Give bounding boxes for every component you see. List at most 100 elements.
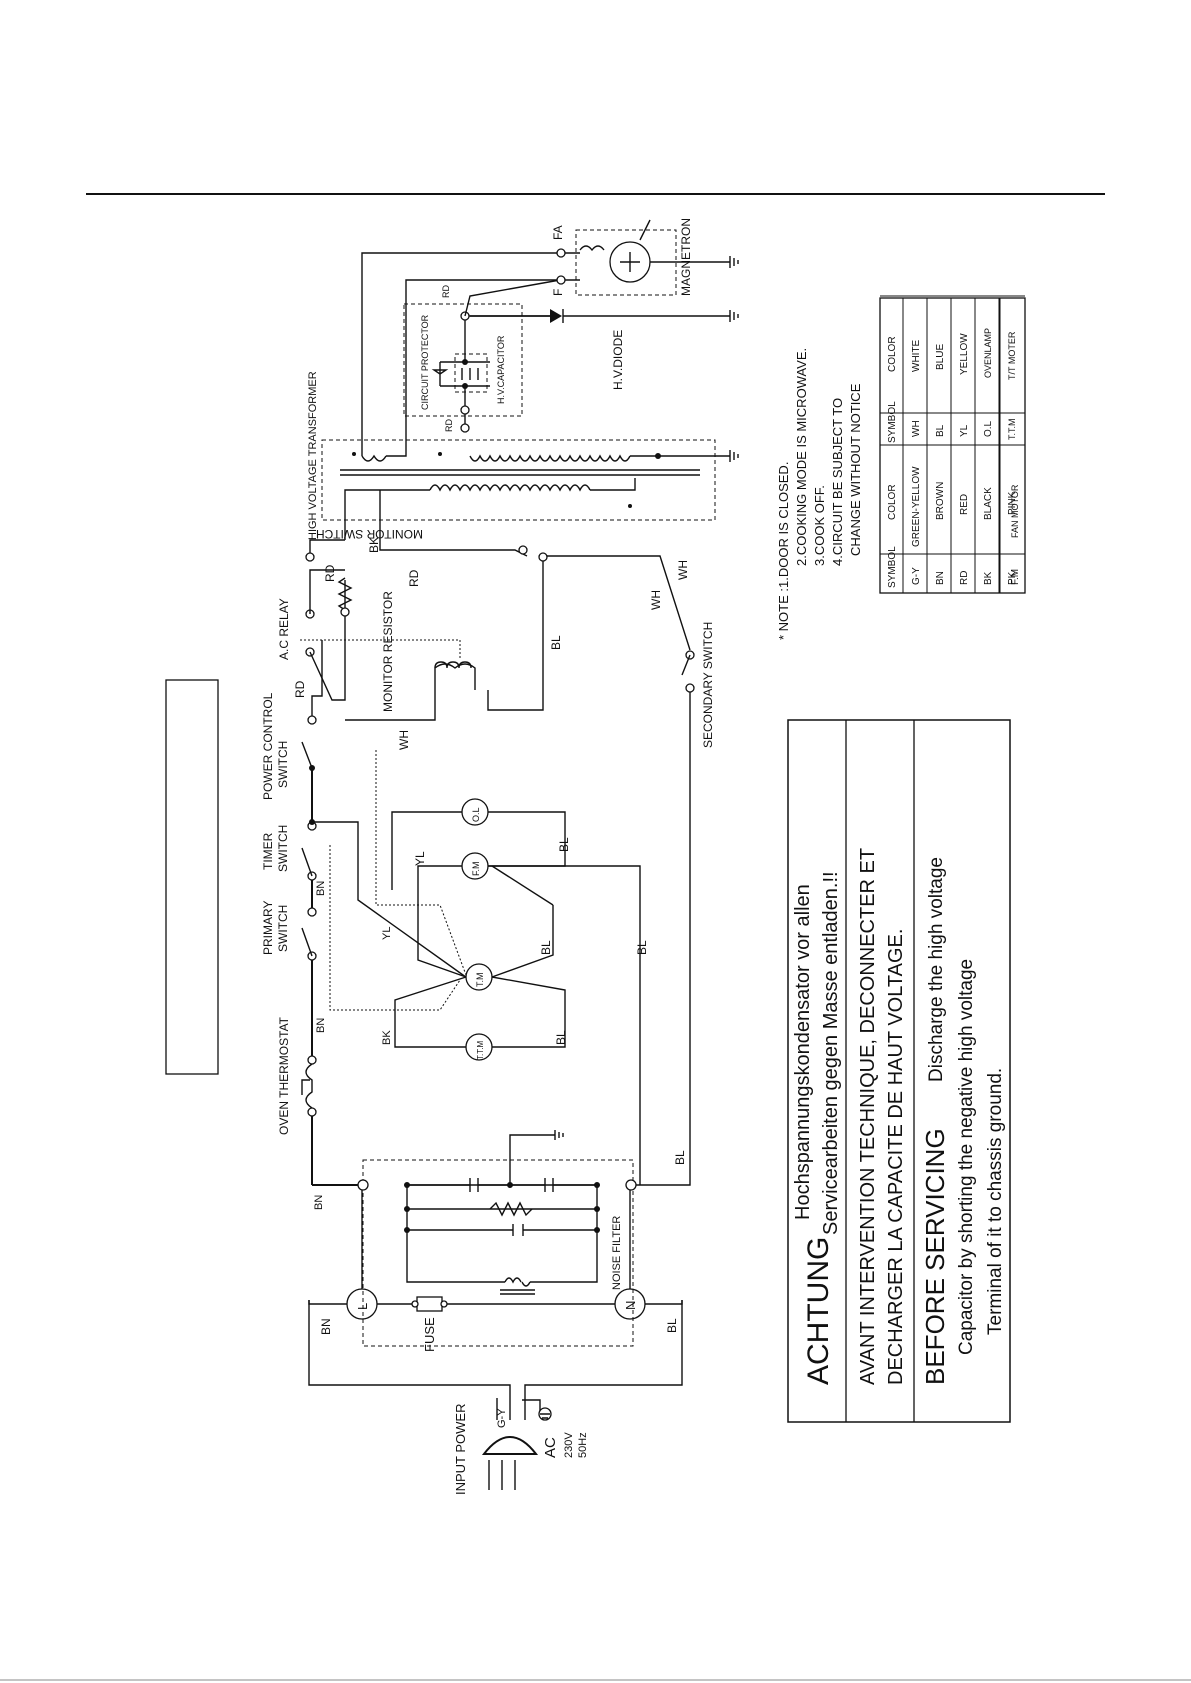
title-box [165, 679, 219, 1075]
secondary-switch-label: SECONDARY SWITCH [701, 622, 715, 748]
legend-cell: T/T MOTER [1007, 331, 1017, 380]
wire-label-bk: BK [381, 1030, 393, 1045]
circuit-protector-label: CIRCUIT PROTECTOR [420, 314, 430, 410]
legend-cell: BK [983, 571, 994, 585]
monitor-resistor-label: MONITOR RESISTOR [381, 591, 395, 712]
warning-frame [787, 719, 1011, 1423]
wire-label-bl: BL [539, 940, 553, 955]
legend-header-symbol: SYMBOL [887, 546, 898, 588]
timer-switch-label-2: SWITCH [276, 825, 290, 872]
avant-line-2: DECHARGER LA CAPACITE DE HAUT VOLTAGE. [885, 929, 907, 1385]
legend-cell: WHITE [911, 339, 922, 372]
power-control-label-1: POWER CONTROL [261, 692, 275, 800]
legend-cell: T.T.M [1007, 419, 1017, 441]
line-terminal-label: L [355, 1303, 370, 1310]
warning-panel: ACHTUNG Hochspannungskondensator vor all… [787, 719, 1011, 1423]
legend-cell: RD [959, 571, 970, 585]
before-line-1: Discharge the high voltage [926, 857, 947, 1082]
f-label: F [551, 289, 565, 296]
note-line-3: 3.COOK OFF. [812, 485, 827, 566]
oven-thermostat-label: OVEN THERMOSTAT [277, 1016, 291, 1135]
legend-header-symbol: SYMBOL [887, 401, 898, 443]
legend-cell: WH [911, 420, 922, 437]
before-line-3: Terminal of it to chassis ground. [985, 1068, 1006, 1335]
component-labels: INPUT POWER AC 230V 50Hz FUSE NOISE FILT… [261, 218, 715, 1495]
legend-cell: YELLOW [959, 333, 970, 375]
fm-motor-label: F.M [471, 862, 481, 877]
wire-color-labels: BN BN BN BN BL BL BL BL BL BL BL G-Y RD … [293, 285, 690, 1428]
voltage-label: 230V [563, 1432, 575, 1458]
primary-switch-label-1: PRIMARY [261, 901, 275, 955]
before-line-2: Capacitor by shorting the negative high … [956, 959, 977, 1355]
wire-label-bn: BN [313, 1195, 325, 1210]
wire-label-rd: RD [444, 419, 454, 432]
ttm-motor-label: T.T.M [476, 1041, 485, 1060]
legend-cell: RED [959, 494, 970, 515]
legend-cell: BN [935, 571, 946, 585]
note-line-4: 4.CIRCUIT BE SUBJECT TO [830, 398, 845, 566]
wire-label-bk: BK [367, 537, 381, 553]
achtung-title: ACHTUNG [802, 1237, 835, 1385]
notes-block: * NOTE :1.DOOR IS CLOSED. 2.COOKING MODE… [776, 348, 863, 640]
wire-label-wh: WH [649, 590, 663, 610]
wire-label-wh: WH [397, 730, 411, 750]
wire-label-rd: RD [441, 285, 451, 298]
avant-line-1: AVANT INTERVENTION TECHNIQUE, DECONNECTE… [857, 848, 879, 1385]
achtung-line-2: Servicearbeiten gegen Masse entladen.!! [820, 871, 842, 1235]
wire-label-bn: BN [315, 1018, 327, 1033]
wire-label-bn: BN [315, 881, 327, 896]
legend-cell: OVENLAMP [983, 328, 993, 378]
wire-label-rd: RD [323, 564, 337, 582]
note-line-5: CHANGE WITHOUT NOTICE [848, 383, 863, 556]
legend-cell: FAN MOTOR [1010, 484, 1020, 538]
wire-label-rd: RD [407, 569, 421, 587]
ol-motor-label: O.L [471, 807, 481, 822]
neutral-terminal-label: N [623, 1301, 638, 1310]
note-line-1: * NOTE :1.DOOR IS CLOSED. [776, 462, 791, 640]
magnetron-label: MAGNETRON [679, 218, 693, 296]
legend-cell: G-Y [911, 567, 922, 585]
monitor-switch-label: MONITOR SWITCH [316, 527, 423, 541]
wire-label-bl: BL [673, 1150, 687, 1165]
ac-relay-label: A.C RELAY [277, 598, 291, 660]
achtung-line-1: Hochspannungskondensator vor allen [792, 884, 814, 1220]
frequency-label: 50Hz [577, 1432, 589, 1458]
hv-capacitor-label: H.V.CAPACITOR [496, 335, 506, 404]
wire-label-gy: G-Y [496, 1408, 508, 1428]
legend-cell: O.L [983, 420, 994, 437]
legend-header-color: COLOR [887, 336, 898, 372]
primary-switch-label-2: SWITCH [276, 905, 290, 952]
noise-filter-label: NOISE FILTER [611, 1216, 623, 1290]
legend-cell: PINK [1007, 491, 1018, 515]
wire-label-bl: BL [635, 940, 649, 955]
hv-transformer-label: HIGH VOLTAGE TRANSFORMER [307, 371, 319, 540]
fuse-label: FUSE [422, 1317, 437, 1352]
wire-label-bl: BL [549, 635, 563, 650]
legend-cell: BLACK [983, 487, 994, 520]
power-control-label-2: SWITCH [276, 741, 290, 788]
legend-cell: PK [1007, 571, 1018, 585]
tm-motor-label: T.M [475, 973, 485, 988]
color-legend-table: SYMBOL COLOR SYMBOL COLOR G-Y GREEN-YELL… [879, 295, 1026, 594]
color-legend-extra-row [999, 297, 1026, 594]
fa-label: FA [551, 225, 565, 240]
legend-cell: BLUE [935, 344, 946, 370]
before-servicing-title: BEFORE SERVICING [920, 1128, 950, 1385]
legend-cell: YL [959, 424, 970, 437]
hv-diode-label: H.V.DIODE [611, 330, 625, 390]
note-line-2: 2.COOKING MODE IS MICROWAVE. [794, 348, 809, 566]
legend-cell: BROWN [935, 482, 946, 520]
wire-label-rd: RD [293, 680, 307, 698]
wire-label-bl: BL [554, 1030, 568, 1045]
timer-switch-label-1: TIMER [261, 832, 275, 870]
legend-cell: GREEN-YELLOW [911, 466, 922, 547]
legend-cell: F.M [1010, 569, 1021, 585]
ac-label: AC [542, 1437, 559, 1458]
wire-label-wh: WH [676, 560, 690, 580]
input-power-label: INPUT POWER [453, 1404, 468, 1496]
wire-label-bn: BN [319, 1318, 333, 1335]
legend-cell: BL [935, 424, 946, 437]
wire-label-yl: YL [413, 851, 427, 866]
wire-label-bl: BL [665, 1318, 679, 1333]
